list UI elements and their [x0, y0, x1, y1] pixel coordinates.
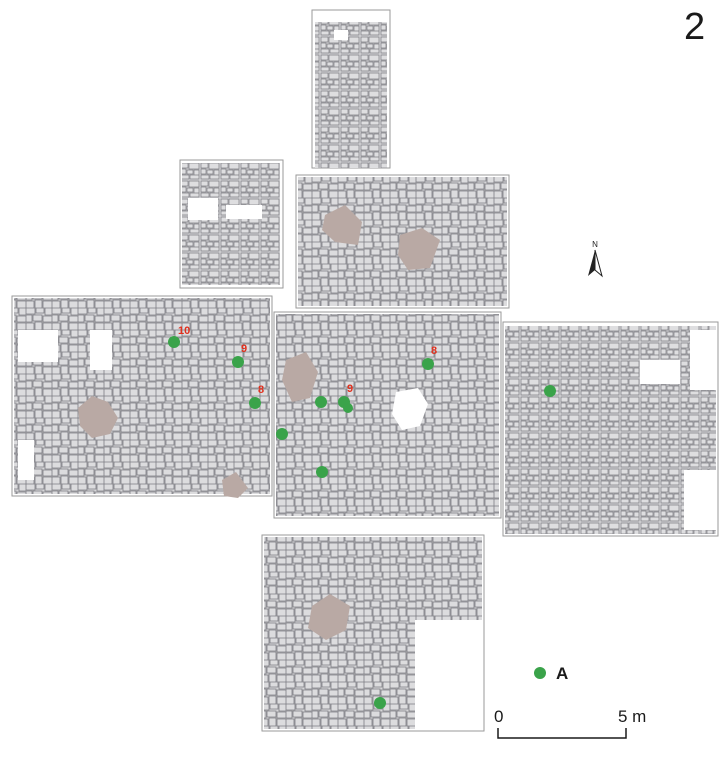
point-label: 10: [178, 325, 190, 337]
scale-start-label: 0: [494, 707, 503, 726]
sector-middle-left: [11, 295, 273, 498]
legend-label: A: [556, 664, 568, 683]
sector-middle-right: [502, 321, 719, 537]
hearth-feature: [222, 472, 248, 498]
point-label: 9: [241, 343, 247, 355]
find-point: [374, 697, 386, 709]
scale-bar: 0 5 m: [494, 707, 646, 739]
find-points: [168, 336, 556, 709]
sector-middle-center: [273, 311, 502, 519]
hearth-feature: [398, 228, 440, 270]
find-point: [276, 428, 288, 440]
hearth-feature: [322, 205, 362, 245]
point-label: 8: [431, 345, 437, 357]
scale-end-label: 5 m: [618, 707, 646, 726]
legend: A: [534, 664, 568, 683]
hearth-feature: [78, 396, 118, 438]
point-label: 8: [258, 384, 264, 396]
find-point: [316, 466, 328, 478]
legend-marker: [534, 667, 546, 679]
find-point: [422, 358, 434, 370]
figure-number: 2: [684, 6, 706, 48]
hearth-feature: [282, 352, 318, 402]
sector-upper-left: [179, 159, 284, 289]
find-point: [544, 385, 556, 397]
find-point: [168, 336, 180, 348]
sector-upper-center: [295, 174, 510, 309]
north-label: N: [592, 240, 598, 249]
sector-bottom: [261, 534, 485, 732]
point-label: 9: [347, 383, 353, 395]
find-point: [343, 403, 353, 413]
find-point: [249, 397, 261, 409]
north-arrow-icon: N: [588, 240, 603, 278]
find-point: [232, 356, 244, 368]
sector-top-narrow: [311, 9, 391, 169]
hearth-feature: [308, 594, 350, 640]
find-point: [315, 396, 327, 408]
